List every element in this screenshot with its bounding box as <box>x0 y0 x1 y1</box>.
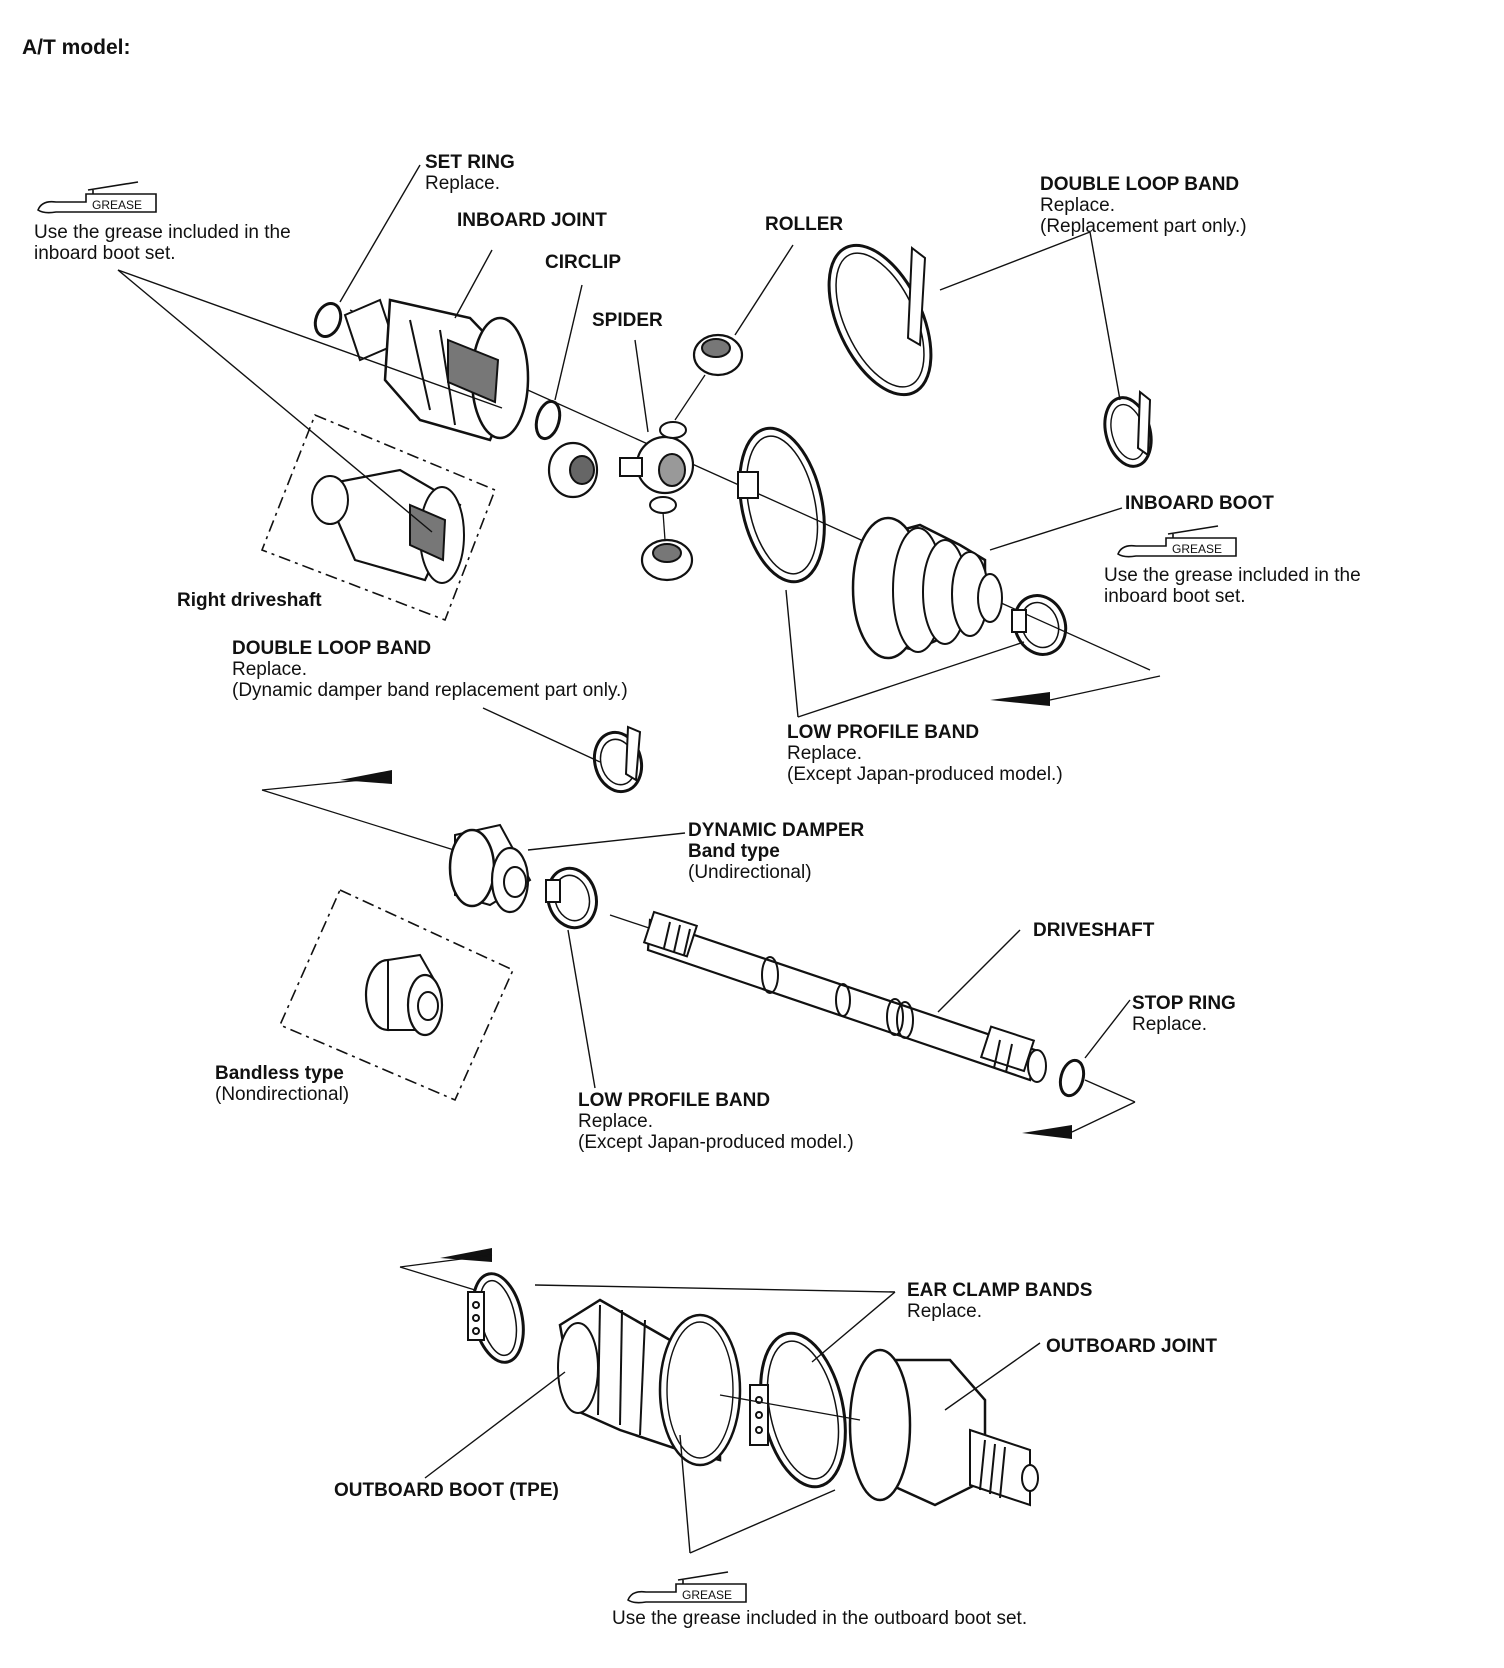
dynamic-damper-part <box>448 823 532 914</box>
label-ear-clamp-bands: EAR CLAMP BANDS Replace. <box>907 1280 1093 1322</box>
double-loop-band-top-part <box>827 243 933 397</box>
continuation-arrow-4 <box>440 1248 492 1262</box>
roller-top-part <box>692 333 744 377</box>
grease-icon <box>627 1571 747 1604</box>
label-right-driveshaft: Right driveshaft <box>177 590 322 611</box>
continuation-arrow-1 <box>990 692 1050 706</box>
outboard-boot-part <box>557 1298 742 1467</box>
grease-note-outboard: Use the grease included in the outboard … <box>612 1608 1028 1629</box>
low-profile-band-small-part <box>1011 594 1068 656</box>
grease-icon <box>37 181 157 214</box>
page-title: A/T model: <box>22 36 131 59</box>
inboard-section <box>260 243 1161 706</box>
label-outboard-joint: OUTBOARD JOINT <box>1046 1336 1217 1357</box>
leader-lines-3 <box>424 1284 1041 1554</box>
label-bandless-type: Bandless type (Nondirectional) <box>215 1063 350 1105</box>
inboard-boot-part <box>851 516 1003 660</box>
label-spider: SPIDER <box>592 310 663 331</box>
grease-badge-text: GREASE <box>682 1588 732 1602</box>
label-set-ring: SET RING Replace. <box>425 152 515 194</box>
label-double-loop-band-mid: DOUBLE LOOP BAND Replace. (Dynamic dampe… <box>232 638 628 701</box>
label-outboard-boot: OUTBOARD BOOT (TPE) <box>334 1480 559 1501</box>
driveshaft-part <box>609 910 1047 1083</box>
leader-lines-1 <box>117 164 1123 763</box>
leader-lines-2 <box>527 832 1131 1089</box>
outboard-joint-part <box>848 1348 1039 1507</box>
label-inboard-joint: INBOARD JOINT <box>457 210 607 231</box>
circlip-part <box>534 399 562 441</box>
low-profile-band-large-part <box>737 426 826 584</box>
label-low-profile-band-1: LOW PROFILE BAND Replace. (Except Japan-… <box>787 722 1063 785</box>
bandless-type-box <box>278 888 515 1102</box>
inboard-joint-part <box>343 298 530 442</box>
label-dynamic-damper: DYNAMIC DAMPER Band type (Undirectional) <box>688 820 865 883</box>
spider-part <box>619 421 695 514</box>
grease-badge-text: GREASE <box>92 198 142 212</box>
ear-clamp-band-small-part <box>467 1272 525 1364</box>
double-loop-band-small-part <box>1103 389 1153 468</box>
grease-note-inboard-1: Use the grease included in the inboard b… <box>34 222 291 264</box>
double-loop-band-mid-part <box>592 725 644 794</box>
stop-ring-part <box>1058 1058 1086 1098</box>
label-driveshaft: DRIVESHAFT <box>1033 920 1155 941</box>
label-circlip: CIRCLIP <box>545 252 621 273</box>
low-profile-band-mid-part <box>545 866 598 930</box>
bearing-part <box>547 441 599 499</box>
continuation-arrow-3 <box>1022 1125 1072 1139</box>
outboard-section <box>399 1248 1039 1507</box>
label-low-profile-band-2: LOW PROFILE BAND Replace. (Except Japan-… <box>578 1090 854 1153</box>
ear-clamp-band-large-part <box>749 1331 847 1489</box>
grease-note-inboard-2: Use the grease included in the inboard b… <box>1104 565 1361 607</box>
label-inboard-boot: INBOARD BOOT <box>1125 493 1274 514</box>
set-ring-part <box>313 302 343 338</box>
driveshaft-section <box>261 725 1136 1139</box>
label-double-loop-band-top: DOUBLE LOOP BAND Replace. (Replacement p… <box>1040 174 1247 237</box>
roller-bottom-part <box>640 538 694 582</box>
label-stop-ring: STOP RING Replace. <box>1132 993 1236 1035</box>
label-roller: ROLLER <box>765 214 844 235</box>
grease-badge-text: GREASE <box>1172 542 1222 556</box>
grease-icon <box>1117 525 1237 558</box>
right-driveshaft-box <box>260 413 497 622</box>
